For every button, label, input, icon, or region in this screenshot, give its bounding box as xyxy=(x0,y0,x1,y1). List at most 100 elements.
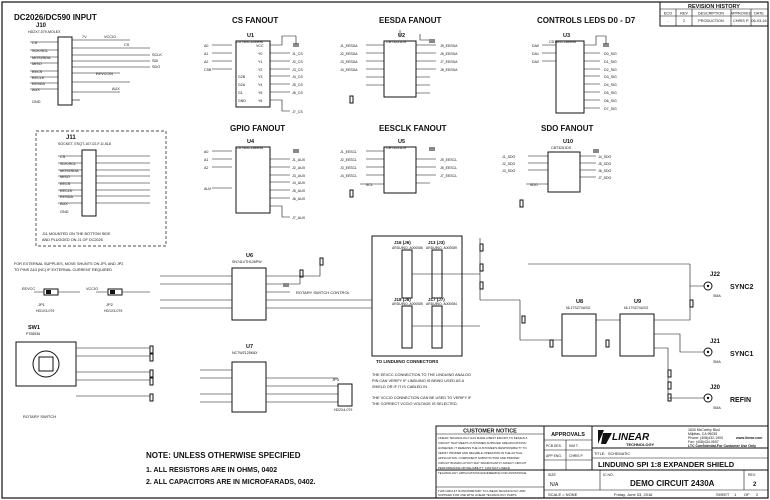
jp2-vccio: VCCIO xyxy=(86,287,98,291)
u10-net-j6: J6_SDO xyxy=(598,169,612,173)
section-eesclk-title: EESCLK FANOUT xyxy=(379,124,447,133)
j22-sig: SYNC2 xyxy=(730,284,753,291)
j17-part: ARDUINO, A000084 xyxy=(426,302,457,306)
capacitor xyxy=(293,43,299,47)
u1-in-a2: A2 xyxy=(204,60,208,64)
notice-footer-2: SUPPLIED FOR USE WITH LINEAR TECHNOLOGY … xyxy=(438,493,517,497)
customer-notice-title: CUSTOMER NOTICE xyxy=(463,429,517,435)
u4-out-j3aux: J3_AUX xyxy=(292,174,306,178)
u6-part: SN74LVTH126PW xyxy=(232,260,262,264)
resistor xyxy=(605,339,610,348)
approvals-app: APP ENG. xyxy=(546,454,562,458)
notice-line-5: APPLICATION. COMPONENT SUBSTITUTION AND … xyxy=(438,456,519,460)
u4-in-a0: A0 xyxy=(204,150,208,154)
j11-note-2: AND PLUGGED ON J1 OF DC2026 xyxy=(42,238,103,242)
u4-out-j7aux: J7_AUX xyxy=(292,216,306,220)
j11-net-cs: CS xyxy=(60,155,66,159)
jumper-jp3: JP3 HD2X4-079 xyxy=(332,377,353,412)
u1-net-j2cs: J2_CS xyxy=(292,60,303,64)
ic-u8: U8 NL17SZ74USG xyxy=(561,299,597,357)
capacitor xyxy=(283,283,289,287)
company-conf: LTC Confidential-For Customer Use Only xyxy=(688,444,756,448)
jp2-part: HD1X3-079 xyxy=(104,309,122,313)
u1-net-j7cs: J7_CS xyxy=(292,110,303,114)
u2-net-j5: J5_EESDA xyxy=(440,44,458,48)
j10-out-sdi: SDI xyxy=(152,59,158,63)
notice-footer-1: THIS CIRCUIT IS PROPRIETARY TO LINEAR TE… xyxy=(438,489,525,493)
supply-note-2: TO PINS 2&3 (NC) IF EXTERNAL CURRENT REQ… xyxy=(14,268,112,272)
u5-net-j6: J6_EESCL xyxy=(440,166,457,170)
rev-hdr-desc: DESCRIPTION xyxy=(698,12,724,16)
u10-net-j1: J1_SDO xyxy=(502,155,516,159)
notice-line-7: PERFORMANCE OR RELIABILITY. CONTACT LINE… xyxy=(438,466,510,470)
sma-j21: J21 SMA SYNC1 xyxy=(703,339,753,364)
resistor xyxy=(149,353,154,362)
u1-out-y5: Y5 xyxy=(258,91,262,95)
u3-ref: U3 xyxy=(563,33,570,39)
u2-net-j7: J7_EESDA xyxy=(440,60,458,64)
u4-ref: U4 xyxy=(247,139,255,145)
u3-out-d1: D1_SIG xyxy=(604,60,617,64)
j10-net-aux: AUX xyxy=(32,88,40,92)
resistor xyxy=(479,281,484,290)
rotary-switch-sw1[interactable]: SW1 PT65536 ROTARY SWITCH xyxy=(15,325,77,419)
j10-out-sdo: SDO xyxy=(152,65,160,69)
u1-in-gnd: GND xyxy=(238,99,246,103)
j10-vccio: VCCIO xyxy=(104,35,116,39)
resistor xyxy=(299,269,304,278)
tb-title-value: SCHEMATIC xyxy=(608,452,630,456)
j20-ref: J20 xyxy=(710,385,721,391)
u1-out-y2: Y2 xyxy=(258,68,262,72)
u4-out-j1aux: J1_AUX xyxy=(292,158,306,162)
u5-net-j1: J1_EESCL xyxy=(340,150,357,154)
j10-part: HD2X7-079-MOLEX xyxy=(28,30,61,34)
tb-sheet: 1 xyxy=(734,492,737,497)
j11-net-gnd: GND xyxy=(60,210,69,214)
u4-out-j6aux: J6_AUX xyxy=(292,197,306,201)
u2-ref: U2 xyxy=(398,33,405,39)
j11-net-sck: SCK/SCL xyxy=(60,162,76,166)
company-addr2: Milpitas, CA 95035 xyxy=(688,432,717,436)
u8-ref: U8 xyxy=(576,299,583,305)
u3-out-d2: D2_SIG xyxy=(604,68,617,72)
approvals-pcb: PCB DES. xyxy=(546,444,562,448)
u5-net-j4: J4_EESCL xyxy=(340,174,357,178)
u10-net-j7: J7_SDO xyxy=(598,176,612,180)
eevcc-note-5: THE VCCIO CONNECTION CAN BE USED TO VERI… xyxy=(372,396,472,400)
tb-scale: SCALE = NONE xyxy=(548,492,578,497)
u2-net-j3: J3_EESDA xyxy=(340,60,358,64)
j20-sig: REFIN xyxy=(730,397,751,404)
u5-net-j3: J3_EESCL xyxy=(340,166,357,170)
resistor xyxy=(667,369,672,378)
approvals-app-val: CHRIS P. xyxy=(569,454,583,458)
notice-line-8: TECHNOLOGY APPLICATIONS ENGINEERING FOR … xyxy=(438,471,527,475)
j18-ref: J18 (J8) xyxy=(394,297,411,302)
jp3-part: HD2X4-079 xyxy=(334,408,352,412)
logo-sub: TECHNOLOGY xyxy=(626,442,655,447)
resistor xyxy=(519,199,524,208)
section-leds-title: CONTROLS LEDS D0 - D7 xyxy=(537,16,636,25)
u7-part: NC7WZ125K8X xyxy=(232,351,258,355)
rev-date: 06-03-16 xyxy=(751,19,766,23)
tb-sheet-label: SHEET xyxy=(716,492,730,497)
tb-rev-label: REV. xyxy=(748,473,756,477)
rev-desc: PRODUCTION xyxy=(698,19,724,23)
company-fax: Fax: (408)434-0507 xyxy=(688,440,719,444)
jp3-ref: JP3 xyxy=(332,377,340,382)
u1-ref: U1 xyxy=(247,33,254,39)
u3-out-d5: D5_SIG xyxy=(604,91,617,95)
u5-net-j7: J7_EESCL xyxy=(440,174,457,178)
resistor xyxy=(149,345,154,354)
capacitor xyxy=(593,149,599,153)
section-sdo-title: SDO FANOUT xyxy=(541,124,594,133)
tb-size-label: SIZE xyxy=(548,473,556,477)
sw1-label: ROTARY SWITCH xyxy=(23,414,56,419)
linduino-connectors: J16 (J6) ARDUINO, A000086 J13 (J3) ARDUI… xyxy=(371,235,463,364)
approvals-title: APPROVALS xyxy=(551,432,585,438)
u1-out-y6: Y6 xyxy=(258,99,262,103)
tb-rev-value: 2 xyxy=(753,482,757,488)
u2-part: CBT3251DS xyxy=(386,40,407,44)
u5-ref: U5 xyxy=(398,139,405,145)
resistor xyxy=(349,95,354,104)
j10-net-cs: CS xyxy=(32,41,38,45)
